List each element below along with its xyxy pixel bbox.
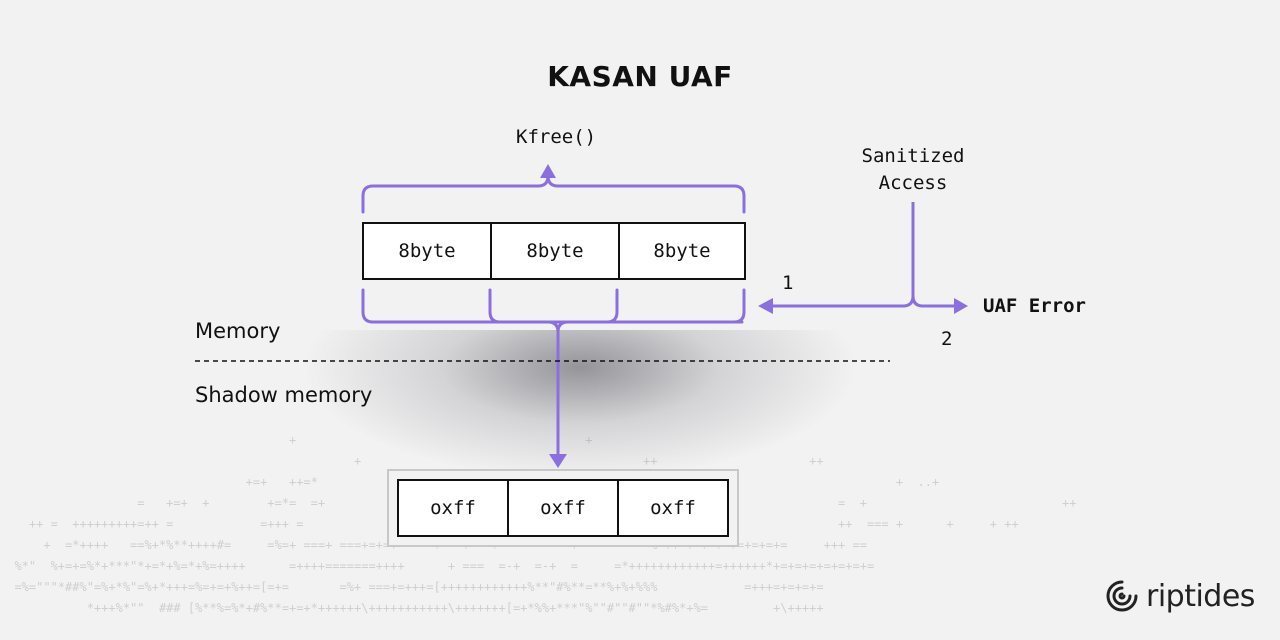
error-arrowhead-right (954, 298, 968, 314)
memory-cell-2: 8byte (490, 222, 620, 280)
shadow-gradient (300, 330, 860, 480)
diagram-title: KASAN UAF (547, 60, 733, 93)
shadow-cell-2: oxff (507, 479, 619, 537)
kfree-label: Kfree() (516, 126, 597, 148)
kfree-arrowhead (540, 164, 556, 178)
memory-label: Memory (195, 319, 281, 343)
memory-cell-3: 8byte (618, 222, 746, 280)
sanitized-access-line-1: Sanitized (861, 145, 965, 167)
riptides-logo: riptides (1104, 578, 1255, 614)
shadow-cell-3: oxff (617, 479, 729, 537)
uaf-error-label: UAF Error (983, 295, 1086, 317)
sanitized-access-label: Sanitized Access (858, 143, 968, 197)
memory-bottom-brace (361, 288, 746, 324)
kfree-brace (361, 174, 746, 214)
access-arrowhead-left (758, 298, 773, 314)
step-1-label: 1 (782, 272, 794, 294)
shadow-cell-1: oxff (397, 479, 509, 537)
memory-cell-1: 8byte (362, 222, 492, 280)
shadow-arrowhead (549, 454, 567, 468)
step-2-label: 2 (941, 328, 953, 350)
shadow-memory-label: Shadow memory (195, 383, 373, 407)
sanitized-access-line-2: Access (878, 172, 948, 194)
riptides-logo-icon (1106, 580, 1138, 612)
sanitized-access-line (772, 202, 956, 308)
memory-mid-brace (488, 288, 619, 324)
riptides-wordmark: riptides (1146, 578, 1255, 614)
